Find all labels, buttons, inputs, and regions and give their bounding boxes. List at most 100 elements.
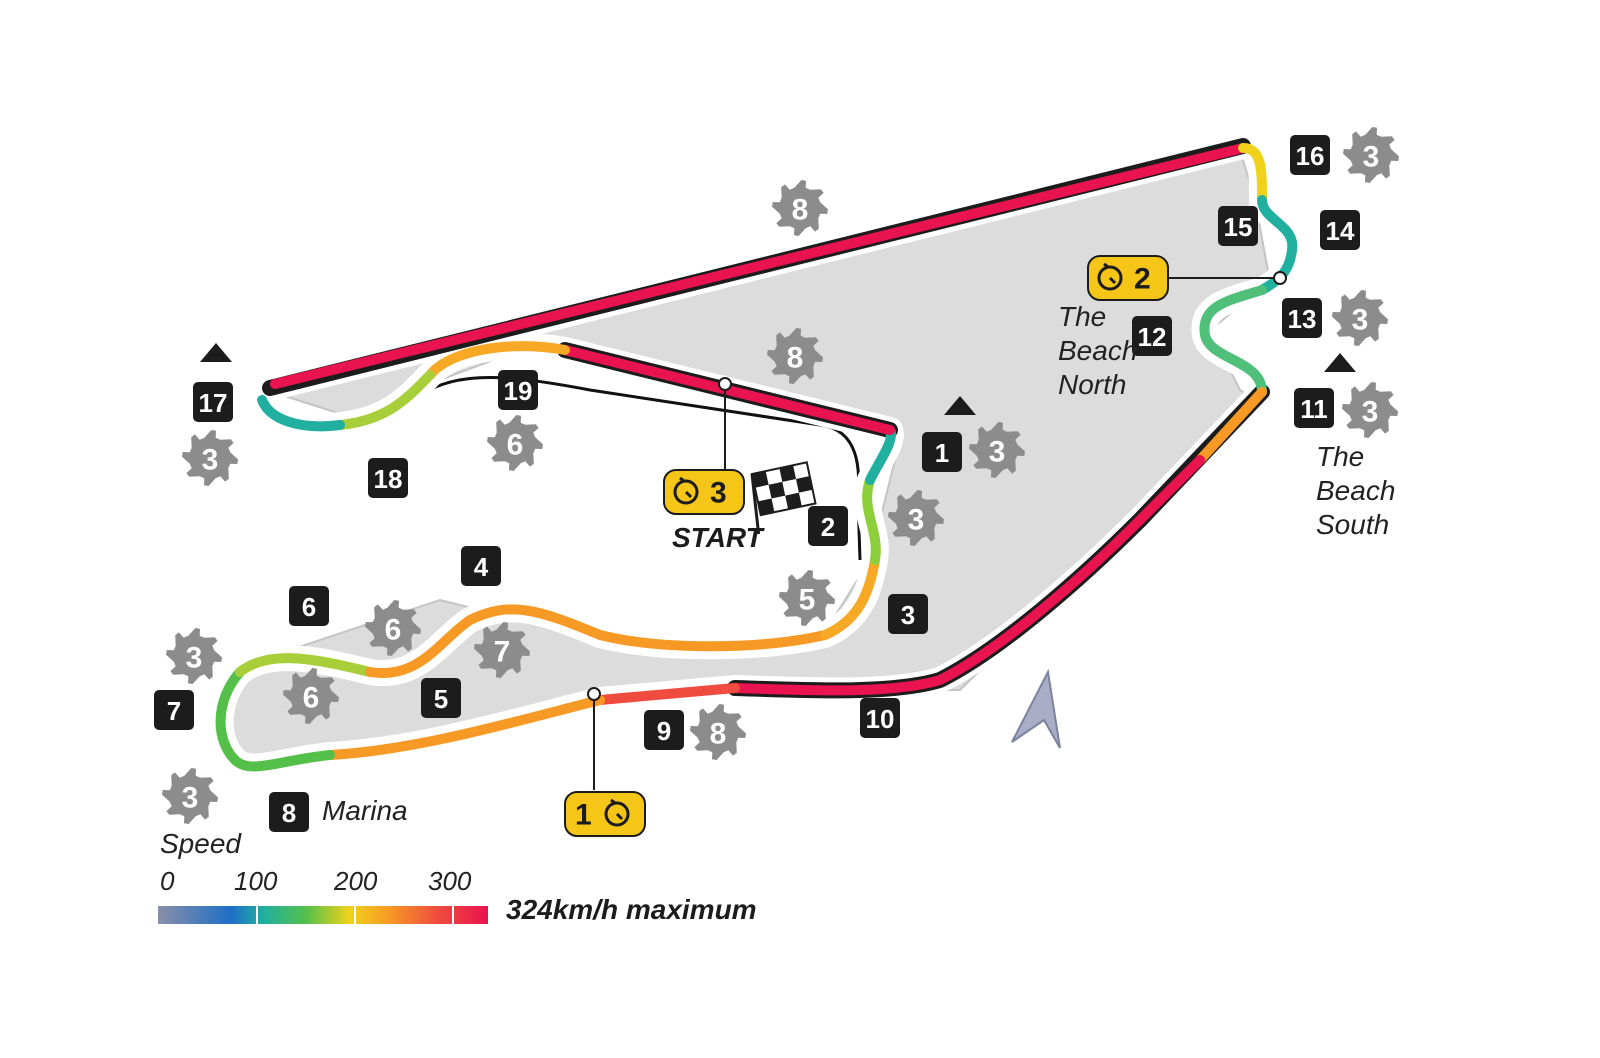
- gear-icon: 3: [1342, 382, 1398, 438]
- turn-number-18: 18: [368, 458, 408, 498]
- gear-number: 3: [202, 444, 219, 477]
- turn-number-label: 17: [199, 388, 228, 418]
- area-label-line: North: [1058, 369, 1127, 400]
- legend-tick: 300: [428, 866, 472, 896]
- chequered-flag-icon: [750, 461, 817, 535]
- gear-icon: 3: [182, 430, 238, 486]
- gear-number: 6: [303, 682, 320, 715]
- area-label-beach-north: The Beach North: [1058, 300, 1137, 402]
- sector-number: 3: [710, 477, 727, 510]
- turn-number-label: 13: [1288, 304, 1317, 334]
- drs-icon: [200, 343, 232, 362]
- start-label: START: [672, 522, 763, 553]
- gear-number: 3: [186, 642, 203, 675]
- turn-number-label: 12: [1138, 322, 1167, 352]
- gear-number: 3: [989, 436, 1006, 469]
- turn-number-label: 15: [1224, 212, 1253, 242]
- turn-number-label: 11: [1300, 394, 1328, 424]
- gear-icon: 3: [888, 490, 944, 546]
- turn-number-label: 5: [434, 684, 448, 714]
- stopwatch-icon: [604, 798, 630, 827]
- north-arrow-icon: [1011, 668, 1061, 749]
- turn-number-label: 10: [866, 704, 895, 734]
- gear-icon: 3: [1332, 290, 1388, 346]
- gear-icon: 3: [1343, 127, 1399, 183]
- gear-icon: 5: [779, 570, 835, 626]
- gear-icon: 8: [690, 704, 746, 760]
- gear-icon: 3: [969, 422, 1025, 478]
- pit-lane: [419, 376, 862, 561]
- gear-icon: 3: [162, 768, 218, 824]
- gear-number: 8: [710, 718, 727, 751]
- legend-tick: 200: [334, 866, 378, 896]
- gear-icon: 8: [772, 180, 828, 236]
- drs-icon: [1324, 353, 1356, 372]
- turn-number-label: 3: [901, 600, 915, 630]
- speed-legend-bar: [158, 906, 488, 924]
- gear-number: 3: [1352, 304, 1369, 337]
- gear-number: 8: [792, 194, 809, 227]
- area-label-line: Beach: [1316, 475, 1396, 506]
- turn-number-label: 18: [374, 464, 403, 494]
- sector-badge-2: 2: [1087, 255, 1169, 301]
- turn-number-8: 8: [269, 792, 309, 832]
- area-label-marina: Marina: [322, 795, 408, 826]
- turn-number-1: 1: [922, 432, 962, 472]
- turn-number-16: 16: [1290, 135, 1330, 175]
- gear-number: 3: [182, 782, 199, 815]
- turn-number-14: 14: [1320, 210, 1360, 250]
- area-label-beach-south: The Beach South: [1316, 440, 1395, 542]
- turn-number-label: 14: [1326, 216, 1355, 246]
- turn-number-9: 9: [644, 710, 684, 750]
- gear-icon: 8: [767, 328, 823, 384]
- gear-icon: 7: [474, 622, 530, 678]
- drs-markers: [200, 343, 1356, 415]
- turn-number-19: 19: [498, 370, 538, 410]
- gear-number: 5: [799, 584, 816, 617]
- turn-number-10: 10: [860, 698, 900, 738]
- gear-number: 3: [1363, 141, 1380, 174]
- stopwatch-icon: [673, 476, 699, 505]
- turn-number-label: 6: [302, 592, 316, 622]
- area-label-line: South: [1316, 509, 1390, 540]
- gear-icon: 6: [283, 668, 339, 724]
- area-label-line: The: [1058, 301, 1107, 332]
- sector-number: 1: [575, 799, 592, 832]
- turn-number-17: 17: [193, 382, 233, 422]
- turn-number-11: 11: [1294, 388, 1334, 428]
- turn-number-label: 7: [167, 696, 181, 726]
- gear-icon: 6: [487, 415, 543, 471]
- turn-number-5: 5: [421, 678, 461, 718]
- turn-number-4: 4: [461, 546, 501, 586]
- turn-number-13: 13: [1282, 298, 1322, 338]
- turn-number-7: 7: [154, 690, 194, 730]
- turn-number-2: 2: [808, 506, 848, 546]
- gear-number: 7: [494, 636, 511, 669]
- area-label-line: Beach: [1058, 335, 1138, 366]
- sector-badge-1: 1: [564, 791, 646, 837]
- legend-tick: 100: [234, 866, 278, 896]
- gear-number: 6: [507, 429, 524, 462]
- turn-number-label: 8: [282, 798, 296, 828]
- turn-number-6: 6: [289, 586, 329, 626]
- turn-number-12: 12: [1132, 316, 1172, 356]
- track: [207, 133, 1306, 780]
- turn-number-label: 4: [474, 552, 489, 582]
- turn-number-label: 16: [1296, 141, 1325, 171]
- gear-icon: 3: [166, 628, 222, 684]
- turn-number-label: 1: [935, 438, 949, 468]
- turn-number-label: 19: [504, 376, 533, 406]
- area-label-line: The: [1316, 441, 1365, 472]
- turn-number-3: 3: [888, 594, 928, 634]
- sector-badge-3: 3: [663, 469, 745, 515]
- legend-max-speed: 324km/h maximum: [506, 894, 757, 925]
- turn-number-15: 15: [1218, 206, 1258, 246]
- turn-number-label: 9: [657, 716, 671, 746]
- gear-number: 3: [908, 504, 925, 537]
- gear-number: 8: [787, 342, 804, 375]
- drs-icon: [944, 396, 976, 415]
- legend-title: Speed: [160, 828, 241, 859]
- gear-number: 6: [385, 614, 402, 647]
- gear-number: 3: [1362, 396, 1379, 429]
- sector-markers: [587, 271, 1287, 790]
